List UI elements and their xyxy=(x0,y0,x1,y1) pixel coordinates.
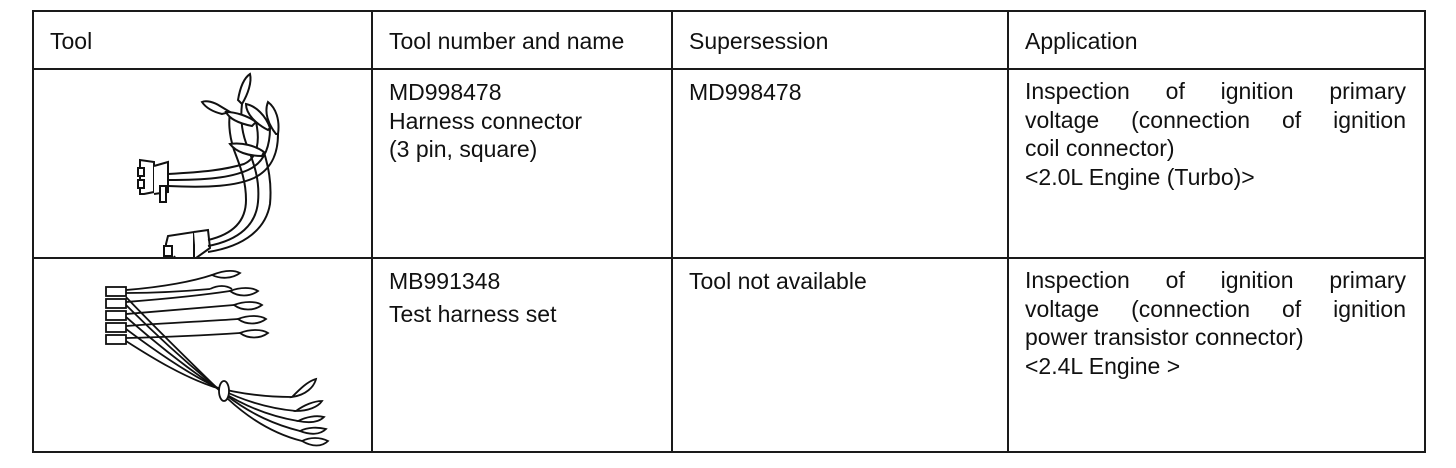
header-tool: Tool xyxy=(32,10,373,70)
supersession-cell: Tool not available xyxy=(671,257,1009,453)
tool-number-and-name-cell: MD998478 Harness connector (3 pin, squar… xyxy=(371,68,673,259)
application-cell: Inspection of ignition primary voltage (… xyxy=(1007,257,1426,453)
special-tools-table: Tool Tool number and name Supersession A… xyxy=(32,10,1426,453)
header-tool-number-and-name: Tool number and name xyxy=(371,10,673,70)
table-row: MD998478 Harness connector (3 pin, squar… xyxy=(32,68,1426,259)
supersession-value: MD998478 xyxy=(689,79,802,105)
application-line: coil connector) xyxy=(1025,135,1175,161)
application-line: voltage (connection of ignition xyxy=(1025,106,1406,133)
header-supersession: Supersession xyxy=(671,10,1009,70)
application-line: Inspection of ignition primary xyxy=(1025,267,1406,293)
supersession-cell: MD998478 xyxy=(671,68,1009,259)
tool-image-cell xyxy=(32,68,373,259)
header-application: Application xyxy=(1007,10,1426,70)
header-row: Tool Tool number and name Supersession A… xyxy=(32,10,1426,70)
application-line: power transistor connector) xyxy=(1025,324,1304,350)
test-harness-set-drawing-icon xyxy=(105,269,330,447)
application-line: voltage (connection of ignition xyxy=(1025,295,1406,322)
tool-name-line: (3 pin, square) xyxy=(389,136,538,162)
application-line: Inspection of ignition primary xyxy=(1025,78,1406,104)
tool-number-and-name-cell: MB991348 Test harness set xyxy=(371,257,673,453)
table-row: MB991348 Test harness set Tool not avail… xyxy=(32,257,1426,453)
tool-number: MD998478 xyxy=(389,79,502,105)
tool-name-line: Harness connector xyxy=(389,107,583,134)
application-line: <2.4L Engine > xyxy=(1025,352,1181,379)
application-cell: Inspection of ignition primary voltage (… xyxy=(1007,68,1426,259)
harness-connector-drawing-icon xyxy=(137,72,280,257)
tool-image-cell xyxy=(32,257,373,453)
tool-name-line: Test harness set xyxy=(389,300,557,327)
supersession-value: Tool not available xyxy=(689,268,867,294)
tool-number: MB991348 xyxy=(389,268,501,294)
application-line: <2.0L Engine (Turbo)> xyxy=(1025,163,1255,190)
